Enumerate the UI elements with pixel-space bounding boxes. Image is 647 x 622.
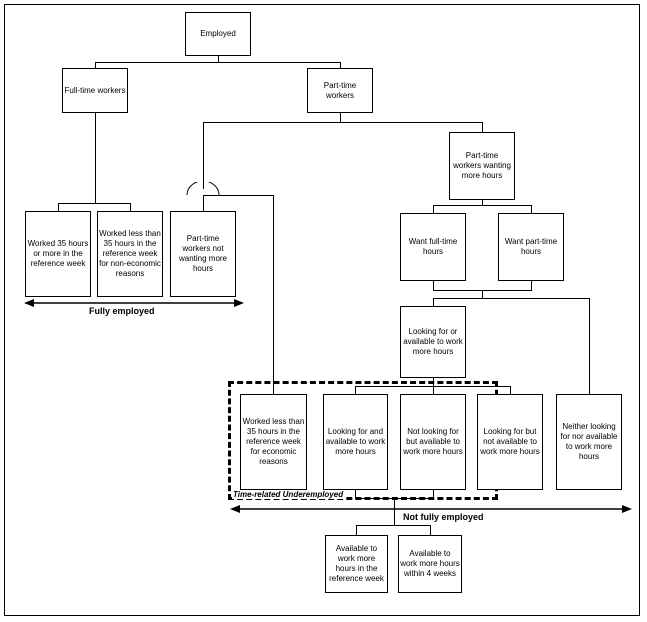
span-label-not-fully-employed: Not fully employed xyxy=(400,512,487,522)
node-worked-less-noneconomic[interactable]: Worked less than 35 hours in the referen… xyxy=(97,211,163,297)
span-label-fully-employed: Fully employed xyxy=(86,306,158,316)
node-looking-and-available[interactable]: Looking for and available to work more h… xyxy=(323,394,388,490)
connector-to-not-looking-but-available xyxy=(433,386,434,394)
connector-employed-down xyxy=(218,56,219,63)
connector-to-neither-looking xyxy=(589,298,590,394)
connector-to-economic-bus xyxy=(203,195,274,196)
node-want-part-time-hours[interactable]: Want part-time hours xyxy=(498,213,564,281)
connector-to-looking-or-available xyxy=(433,298,434,306)
connector-availability-down xyxy=(394,498,395,525)
connector-not-looking-but-available-down xyxy=(433,490,434,498)
connector-to-want-part-time xyxy=(531,205,532,213)
connector-lower-split-bus xyxy=(433,298,589,299)
connector-want-bus xyxy=(433,205,531,206)
node-worked-35-or-more[interactable]: Worked 35 hours or more in the reference… xyxy=(25,211,91,297)
node-worked-less-economic[interactable]: Worked less than 35 hours in the referen… xyxy=(240,394,307,490)
node-looking-but-not-available[interactable]: Looking for but not available to work mo… xyxy=(477,394,543,490)
connector-to-available-4-weeks xyxy=(430,525,431,535)
node-part-time-wanting-more-hours[interactable]: Part-time workers wanting more hours xyxy=(449,132,515,200)
connector-employed-bus xyxy=(95,62,340,63)
connector-want-part-time-down xyxy=(531,281,532,290)
connector-pt-left-down-lower xyxy=(203,195,204,211)
node-looking-or-available[interactable]: Looking for or available to work more ho… xyxy=(400,306,466,378)
connector-looking-children-bus xyxy=(355,386,510,387)
connector-to-worked-less-noneconomic xyxy=(130,203,131,211)
line-hop-arc xyxy=(186,180,220,196)
connector-full-time-bus xyxy=(58,203,130,204)
connector-to-looking-and-available xyxy=(355,386,356,394)
outer-border xyxy=(4,4,640,616)
connector-availability-split-bus xyxy=(356,525,431,526)
connector-to-want-full-time xyxy=(433,205,434,213)
connector-pt-left-down-upper xyxy=(203,122,204,189)
connector-to-available-reference-week xyxy=(356,525,357,535)
span-arrow-not-fully-employed xyxy=(230,503,632,515)
connector-looking-and-available-down xyxy=(355,490,356,498)
group-label-time-related-underemployed: Time-related Underemployed xyxy=(232,490,345,499)
connector-to-worked-less-economic xyxy=(273,195,274,394)
node-part-time-workers[interactable]: Part-time workers xyxy=(307,68,373,113)
connector-part-time-down xyxy=(340,113,341,122)
connector-to-worked-35 xyxy=(58,203,59,211)
connector-to-part-time xyxy=(340,62,341,68)
node-employed[interactable]: Employed xyxy=(185,12,251,56)
connector-pt-wanting-down xyxy=(482,200,483,205)
connector-full-time-down xyxy=(95,113,96,203)
node-not-looking-but-available[interactable]: Not looking for but available to work mo… xyxy=(400,394,466,490)
node-available-within-4-weeks[interactable]: Available to work more hours within 4 we… xyxy=(398,535,462,593)
connector-want-merge-down xyxy=(482,290,483,298)
node-part-time-not-wanting-more-hours[interactable]: Part-time workers not wanting more hours xyxy=(170,211,236,297)
connector-part-time-bus xyxy=(203,122,483,123)
connector-want-full-time-down xyxy=(433,281,434,290)
connector-to-pt-wanting-more xyxy=(482,122,483,132)
connector-to-looking-but-not-available xyxy=(510,386,511,394)
node-available-reference-week[interactable]: Available to work more hours in the refe… xyxy=(325,535,388,593)
connector-to-full-time xyxy=(95,62,96,68)
node-want-full-time-hours[interactable]: Want full-time hours xyxy=(400,213,466,281)
span-arrow-fully-employed xyxy=(24,297,244,309)
node-full-time-workers[interactable]: Full-time workers xyxy=(62,68,128,113)
node-neither-looking-nor-available[interactable]: Neither looking for nor available to wor… xyxy=(556,394,622,490)
